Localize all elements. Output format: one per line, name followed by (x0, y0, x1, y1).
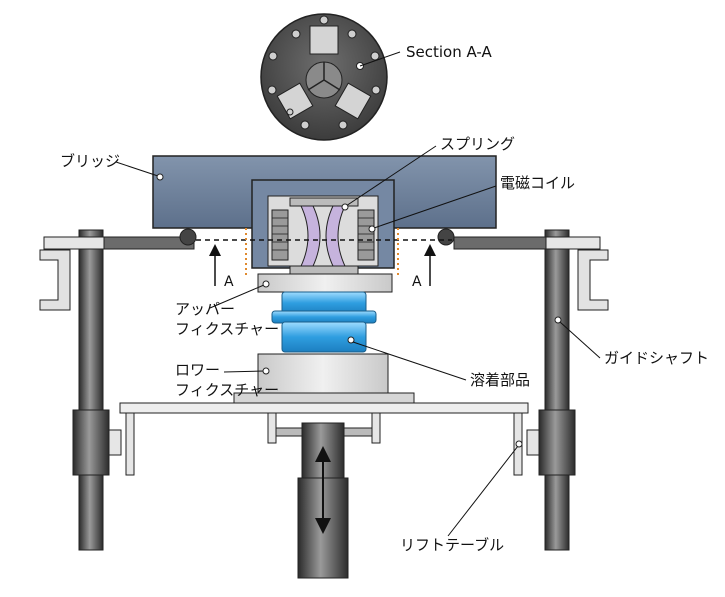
upper-fixture-leader-dot (262, 280, 270, 288)
section-marker-left: A (209, 244, 234, 290)
coil-assembly (271, 197, 375, 275)
section-pad-right (334, 82, 372, 120)
bridge-leader (115, 161, 159, 177)
lift-arrow-down-icon (315, 518, 331, 534)
lift-table-label: リフトテーブル (400, 536, 504, 554)
spring-leader (345, 145, 437, 207)
right-roller (437, 228, 455, 246)
left-roller (179, 228, 197, 246)
guide-shaft-right (544, 229, 570, 551)
coil-windings (272, 217, 374, 251)
guide-shaft-label: ガイドシャフト (604, 349, 709, 367)
section-bolt-holes (267, 15, 381, 130)
section-leader-line (359, 51, 401, 67)
section-pad-top (309, 25, 339, 55)
guide-shaft-leader-dot (554, 316, 562, 324)
weld-part-label-group: 溶着部品 (352, 341, 530, 389)
coil-left (271, 209, 289, 261)
lower-fixture-label-group: ロワー フィクスチャー (175, 361, 279, 399)
upper-fixture-label-2: フィクスチャー (175, 320, 279, 338)
left-bracket (39, 249, 71, 311)
guide-shaft-left-bushing (72, 409, 110, 476)
weld-part-leader (352, 341, 467, 381)
lift-table-leader (447, 445, 519, 537)
lower-fixture-leader (223, 370, 265, 373)
lift-arrow-up-icon (315, 446, 331, 462)
upper-fixture-leader (209, 284, 265, 309)
spring-bottom-plate (289, 265, 359, 275)
lift-table-leg-left (125, 412, 135, 476)
spring-label-group: スプリング (341, 135, 515, 211)
lift-table-post-left (267, 412, 277, 444)
weld-part-label: 溶着部品 (470, 371, 530, 389)
section-a-a-view: Section A-A (260, 13, 493, 141)
right-shaft-clamp (526, 429, 540, 456)
lift-table-top (119, 402, 529, 414)
section-marker-right-label: A (412, 274, 422, 290)
weld-part-leader-dot (347, 336, 355, 344)
left-shaft-clamp (108, 429, 122, 456)
section-hub-lines (307, 62, 341, 91)
bridge (152, 155, 497, 269)
lift-table-label-group: リフトテーブル (400, 440, 523, 554)
coil-label: 電磁コイル (500, 174, 575, 192)
upper-fixture (257, 273, 393, 293)
lower-fixture-leader-dot (262, 367, 270, 375)
coil-leader (373, 185, 497, 229)
guide-shaft-leader (559, 321, 601, 359)
section-label: Section A-A (406, 43, 493, 61)
bridge-label: ブリッジ (60, 152, 120, 170)
weld-part-flange (271, 310, 377, 324)
weld-part-body (281, 321, 367, 353)
lift-table-post-right (371, 412, 381, 444)
coil-right (357, 209, 375, 261)
bridge-label-group: ブリッジ (60, 152, 164, 181)
right-arm-dark (453, 236, 547, 250)
upper-fixture-label-group: アッパー フィクスチャー (175, 280, 279, 338)
weld-part (271, 291, 377, 353)
section-pad-left (276, 82, 314, 120)
lower-fixture-label-2: フィクスチャー (175, 381, 279, 399)
guide-shafts (72, 229, 576, 551)
section-marker-left-label: A (224, 274, 234, 290)
section-marker-right: A (412, 244, 436, 290)
spring-leader-dot (341, 203, 349, 211)
lift-actuator (297, 422, 349, 579)
upper-fixture-label-1: アッパー (175, 300, 235, 318)
coil-label-group: 電磁コイル (368, 174, 575, 233)
spring-top-plate (289, 197, 359, 207)
lower-fixture-label-1: ロワー (175, 361, 220, 379)
guide-shaft-label-group: ガイドシャフト (554, 316, 709, 367)
lift-table-leader-dot (515, 440, 523, 448)
guide-shaft-left (78, 229, 104, 551)
guide-shaft-right-bushing (538, 409, 576, 476)
spring-label: スプリング (440, 135, 515, 153)
bridge-leader-dot (156, 173, 164, 181)
coil-leader-dot (368, 225, 376, 233)
right-bracket (577, 249, 609, 311)
